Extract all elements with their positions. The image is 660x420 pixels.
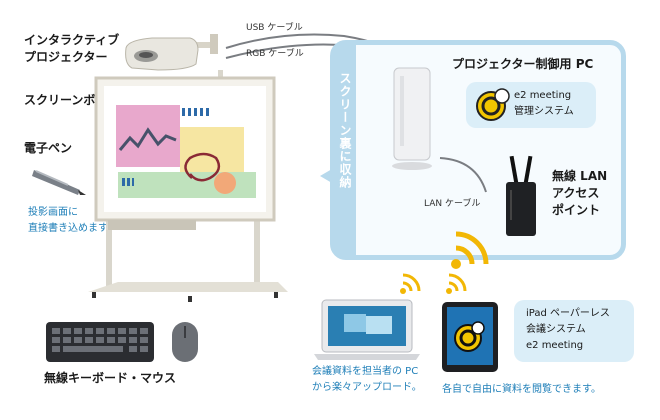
lan-cable-label: LAN ケーブル [424,199,481,209]
wireless-router-icon [506,155,536,236]
each-view-note: 各自で自由に資料を閲覧できます。 [442,384,601,395]
wifi-signal-icon [451,231,489,269]
control-pc-label: プロジェクター制御用 PC [452,57,594,71]
rgb-cable-label: RGB ケーブル [246,49,304,59]
laptop-icon [314,299,420,360]
bar-marks-green [122,178,134,186]
arrow-left-icon [320,169,332,183]
bar-marks-top [182,108,212,116]
behind-screen-label: スクリーン裏に収納 [338,72,352,189]
e-pen-icon [32,170,86,195]
keyboard-mouse-label: 無線キーボード・マウス [44,371,177,385]
keyboard-icon [46,322,154,362]
behind-screen-strip [332,42,356,256]
direct-write-note: 投影画面に 直接書き込めます。 [28,207,117,234]
e2-logo-icon [476,88,510,121]
pen-scribble [184,152,221,182]
wifi-small-icon-tablet [446,273,467,294]
e2-system-text: e2 meeting 管理システム [514,90,574,117]
pc-upload-note: 会議資料を担当者の PC から楽々アップロード。 [312,366,422,393]
projector-icon [125,34,218,71]
ipad-system-bubble [514,300,634,362]
e-pen-label: 電子ペン [24,141,73,155]
lan-cable-line [439,157,487,193]
behind-screen-panel [330,40,626,260]
mouse-icon [172,322,198,362]
orange-circle [214,172,236,194]
line-sketch [118,127,177,151]
ipad-icon [442,302,498,372]
wireless-ap-label: 無線 LAN アクセス ポイント [552,169,608,217]
projector-label: インタラクティブ プロジェクター [24,33,120,64]
ipad-system-text: iPad ペーパーレス 会議システム e2 meeting [526,308,610,351]
usb-cable-label: USB ケーブル [246,23,303,33]
wifi-small-icon-laptop [400,273,421,294]
control-pc-icon [392,67,432,170]
